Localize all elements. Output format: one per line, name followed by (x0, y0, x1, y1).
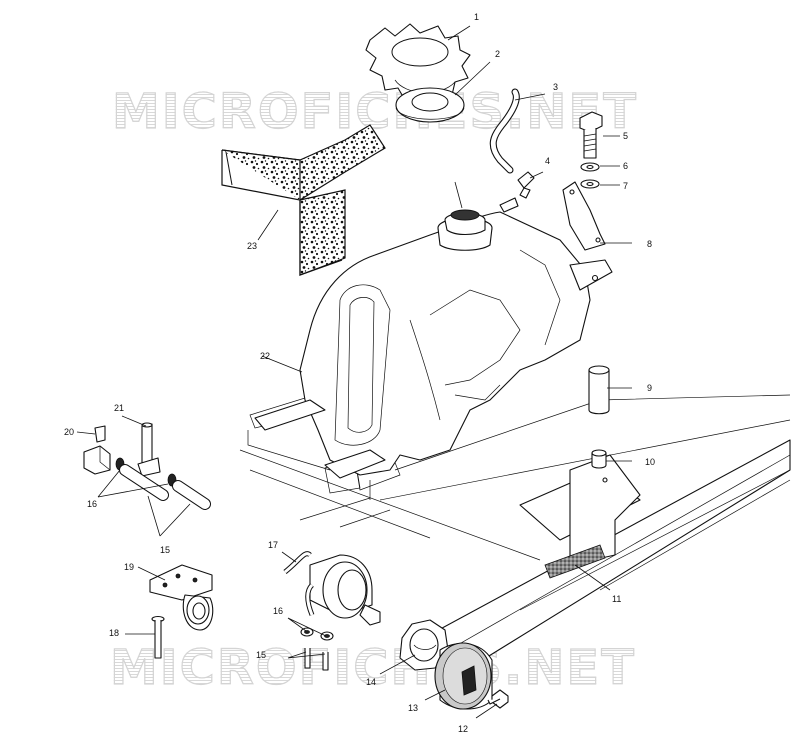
rivet-screw (151, 615, 165, 659)
end-cap-bolt (487, 689, 509, 709)
callout-19: 19 (124, 562, 134, 572)
callout-10: 10 (645, 457, 655, 467)
callout-8: 8 (647, 239, 652, 249)
end-cap (434, 642, 493, 710)
callout-7: 7 (623, 181, 628, 191)
watermark-bottom: MICROFICHES.NET (109, 639, 636, 696)
callout-16-upper: 16 (87, 499, 97, 509)
callout-23: 23 (247, 241, 257, 251)
vent-fitting (517, 171, 535, 199)
mount-bolt (579, 111, 603, 159)
callout-12: 12 (458, 724, 468, 734)
leader-lines (76, 25, 632, 719)
callout-9: 9 (647, 383, 652, 393)
decal (544, 544, 606, 579)
callout-3: 3 (553, 82, 558, 92)
callout-18: 18 (109, 628, 119, 638)
cap-gasket (395, 87, 465, 123)
callout-5: 5 (623, 131, 628, 141)
callout-15-lower: 15 (256, 650, 266, 660)
hose-clamps (300, 627, 334, 671)
callout-17: 17 (268, 540, 278, 550)
mount-bracket (562, 181, 606, 251)
vent-hose (489, 88, 520, 174)
bushing (591, 449, 607, 469)
foam-pad (221, 124, 386, 276)
callout-21: 21 (114, 403, 124, 413)
spacer-tube (588, 365, 610, 415)
callout-15-upper: 15 (160, 545, 170, 555)
pump-bracket (149, 564, 214, 631)
callout-1: 1 (474, 12, 479, 22)
callout-6: 6 (623, 161, 628, 171)
callout-14: 14 (366, 677, 376, 687)
callout-2: 2 (495, 49, 500, 59)
callout-13: 13 (408, 703, 418, 713)
callout-16-lower: 16 (273, 606, 283, 616)
fuel-fitting (137, 422, 161, 477)
fuel-pump (283, 551, 381, 626)
fuel-valve (83, 425, 111, 475)
callout-11: 11 (612, 594, 621, 604)
callout-numbers: 1 2 3 4 5 6 7 8 9 10 11 12 13 14 15 15 1… (64, 12, 655, 734)
fuel-hoses (119, 464, 211, 510)
fuel-cap (365, 23, 471, 105)
frame-rails (239, 394, 791, 681)
callout-20: 20 (64, 427, 74, 437)
callout-22: 22 (260, 351, 270, 361)
callout-4: 4 (545, 156, 550, 166)
fuel-tank (254, 197, 613, 479)
